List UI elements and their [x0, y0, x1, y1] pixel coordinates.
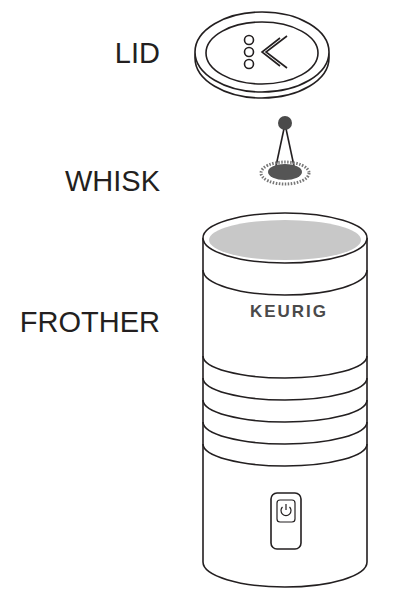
frother-drawing [203, 213, 367, 587]
whisk-drawing [261, 116, 309, 184]
lid-drawing [195, 12, 329, 98]
part-label: LID [115, 39, 160, 68]
part-label: WHISK [65, 167, 160, 196]
part-label: FROTHER [20, 308, 160, 337]
brand-logo-text: KEURIG [250, 303, 328, 320]
